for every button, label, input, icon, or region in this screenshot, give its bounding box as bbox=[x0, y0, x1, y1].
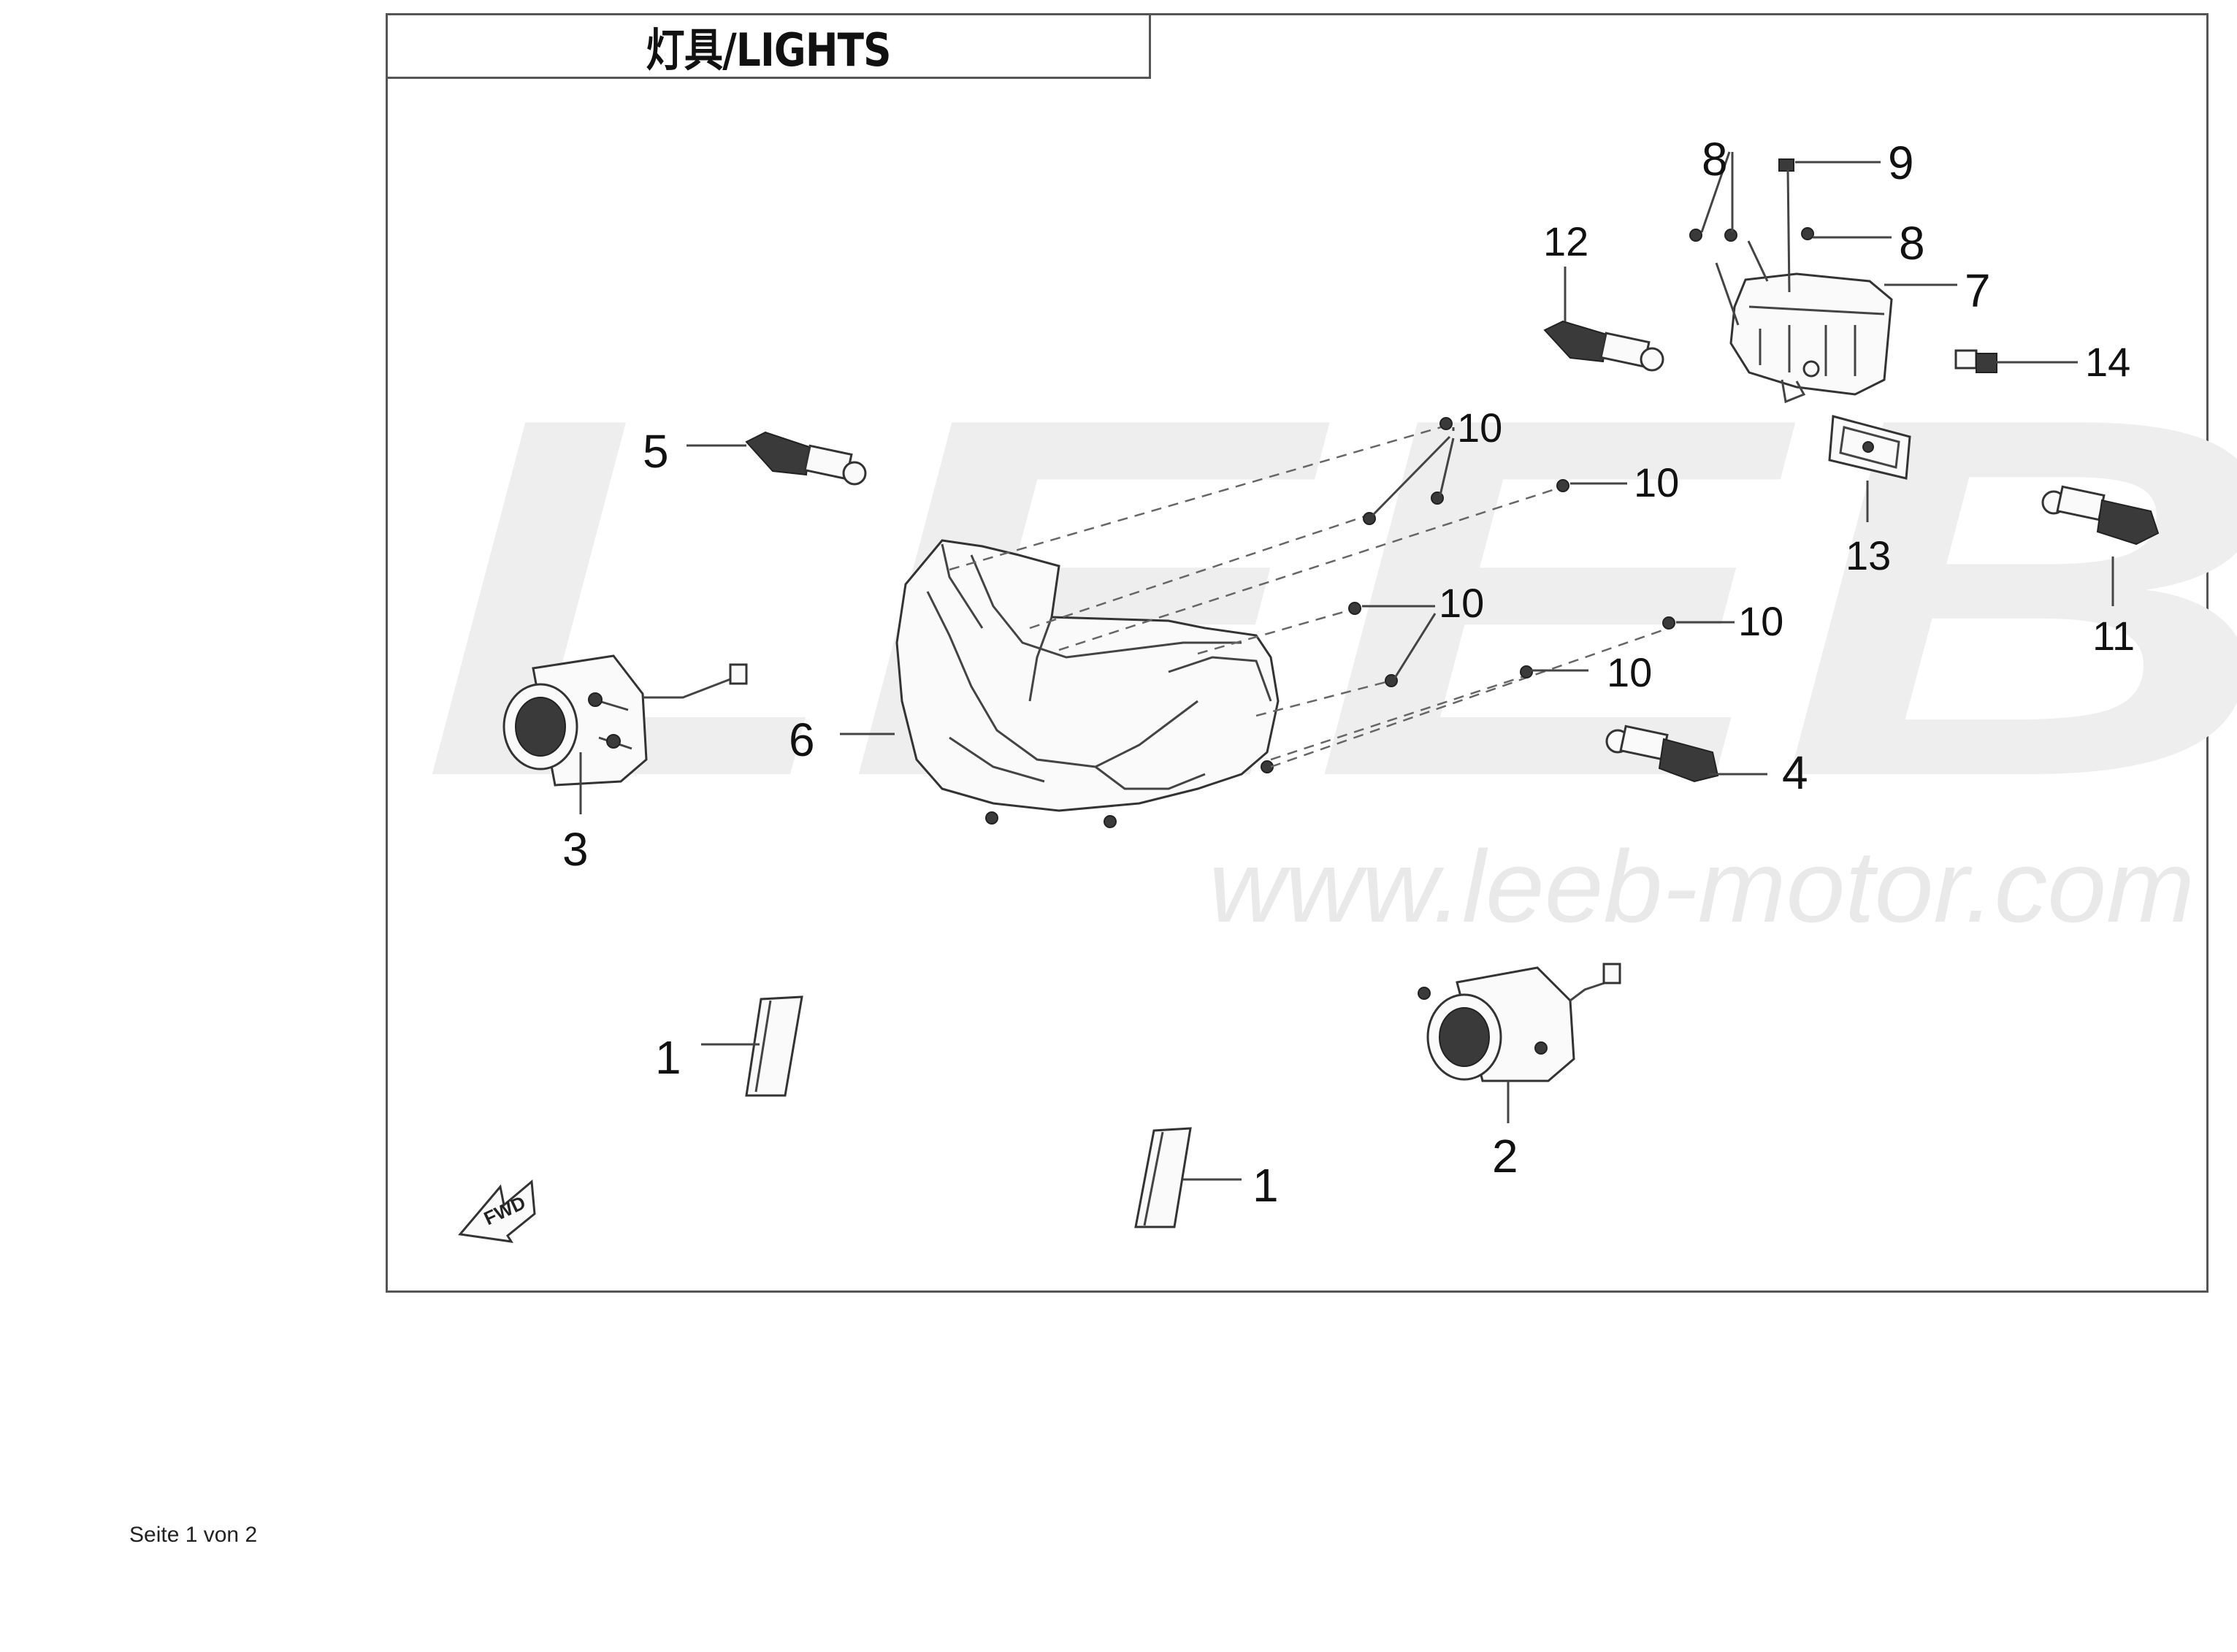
callout-10: 10 bbox=[1439, 580, 1484, 626]
watermark-logo: LEEB bbox=[420, 312, 2237, 883]
headlight-assembly bbox=[895, 539, 1280, 828]
forward-arrow: FWD bbox=[458, 1179, 536, 1243]
callout-8: 8 bbox=[1899, 217, 1925, 269]
projector-right bbox=[1418, 963, 1621, 1082]
callout-6: 6 bbox=[789, 714, 815, 766]
tail-light bbox=[1715, 169, 1893, 404]
callout-10: 10 bbox=[1738, 598, 1783, 644]
callout-5: 5 bbox=[643, 425, 669, 478]
turn-signal-5 bbox=[745, 431, 867, 486]
diagram-frame bbox=[386, 13, 2209, 1293]
title-box: 灯具/LIGHTS bbox=[386, 13, 1151, 79]
callout-2: 2 bbox=[1492, 1130, 1518, 1182]
turn-signal-11 bbox=[2041, 485, 2160, 546]
callout-13: 13 bbox=[1846, 532, 1891, 578]
screw-leader-lines bbox=[949, 424, 1670, 768]
page-title: 灯具/LIGHTS bbox=[646, 23, 891, 77]
callout-1: 1 bbox=[1253, 1159, 1279, 1212]
callout-10: 10 bbox=[1457, 405, 1502, 451]
projector-left bbox=[502, 654, 748, 787]
turn-signal-12 bbox=[1543, 320, 1664, 372]
page-footer: Seite 1 von 2 bbox=[129, 1523, 258, 1547]
callout-7: 7 bbox=[1965, 264, 1991, 317]
reflector-plate bbox=[1828, 415, 1911, 480]
reflector-strip-center bbox=[1134, 1127, 1192, 1228]
callout-leaders bbox=[579, 151, 2114, 1181]
watermark-url: www.leeb-motor.com bbox=[1209, 829, 2195, 944]
connector-part bbox=[1954, 349, 1997, 373]
screws bbox=[1348, 158, 1814, 687]
callout-12: 12 bbox=[1543, 218, 1588, 264]
callout-labels: 1 1 2 3 4 5 6 7 8 8 9 10 10 10 10 10 11 … bbox=[562, 133, 2135, 1212]
watermark: LEEB www.leeb-motor.com bbox=[420, 312, 2237, 944]
callout-8: 8 bbox=[1702, 133, 1728, 186]
callout-1: 1 bbox=[655, 1031, 681, 1084]
callout-4: 4 bbox=[1782, 746, 1808, 799]
callout-14: 14 bbox=[2085, 339, 2130, 385]
callout-10: 10 bbox=[1634, 459, 1679, 505]
callout-3: 3 bbox=[562, 823, 589, 876]
turn-signal-4 bbox=[1605, 724, 1719, 783]
callout-9: 9 bbox=[1888, 137, 1914, 189]
reflector-strip-left bbox=[745, 995, 803, 1097]
callout-10: 10 bbox=[1607, 649, 1652, 695]
callout-11: 11 bbox=[2092, 613, 2135, 659]
